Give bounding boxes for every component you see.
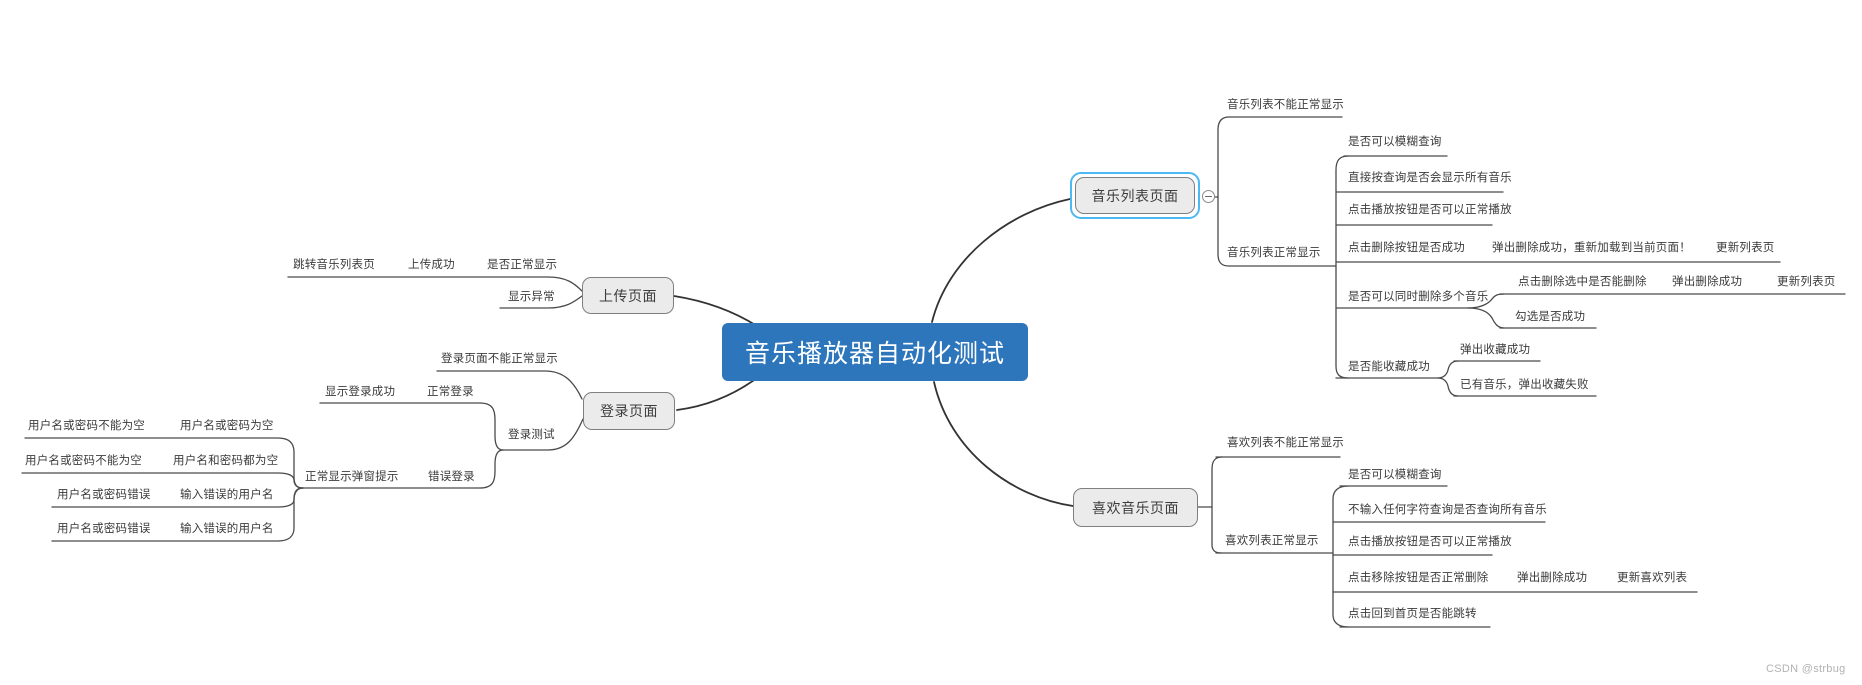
topic-musiclist-delete-selected[interactable]: 点击删除选中是否能删除 — [1518, 276, 1647, 288]
topic-upload-normal-display[interactable]: 是否正常显示 — [487, 259, 558, 271]
topic-musiclist-update-page-1[interactable]: 更新列表页 — [1716, 242, 1775, 254]
topic-popup-prompt[interactable]: 正常显示弹窗提示 — [305, 471, 399, 483]
topic-musiclist-fuzzy-query[interactable]: 是否可以模糊查询 — [1348, 136, 1442, 148]
topic-case-wrong-name-1[interactable]: 输入错误的用户名 — [180, 489, 274, 501]
topic-upload-page[interactable]: 上传页面 — [582, 277, 674, 314]
topic-musiclist-delete-popup[interactable]: 弹出删除成功，重新加载到当前页面！ — [1492, 242, 1691, 254]
topic-upload-success[interactable]: 上传成功 — [408, 259, 455, 271]
topic-likelist-back-home[interactable]: 点击回到首页是否能跳转 — [1348, 608, 1477, 620]
topic-likelist-query-all[interactable]: 不输入任何字符查询是否查询所有音乐 — [1348, 504, 1547, 516]
collapse-toggle-icon[interactable] — [1202, 190, 1215, 203]
topic-case-both-empty[interactable]: 用户名和密码都为空 — [173, 455, 279, 467]
topic-display-error[interactable]: 显示异常 — [508, 291, 555, 303]
topic-music-list-page[interactable]: 音乐列表页面 — [1075, 177, 1195, 214]
topic-likelist-fuzzy-query[interactable]: 是否可以模糊查询 — [1348, 469, 1442, 481]
topic-case-empty[interactable]: 用户名或密码为空 — [180, 420, 274, 432]
topic-musiclist-check-ok[interactable]: 勾选是否成功 — [1515, 311, 1586, 323]
selection-outline — [1070, 172, 1200, 219]
topic-login-test[interactable]: 登录测试 — [508, 429, 555, 441]
topic-likelist-remove-btn[interactable]: 点击移除按钮是否正常删除 — [1348, 572, 1489, 584]
topic-msg-empty[interactable]: 用户名或密码不能为空 — [28, 420, 145, 432]
topic-likelist-update-like[interactable]: 更新喜欢列表 — [1617, 572, 1688, 584]
topic-like-music-page[interactable]: 喜欢音乐页面 — [1073, 488, 1198, 527]
topic-jump-music-list[interactable]: 跳转音乐列表页 — [293, 259, 375, 271]
topic-musiclist-cannot-display[interactable]: 音乐列表不能正常显示 — [1227, 99, 1344, 111]
topic-musiclist-collect-fail[interactable]: 已有音乐，弹出收藏失败 — [1460, 379, 1589, 391]
central-topic[interactable]: 音乐播放器自动化测试 — [722, 323, 1028, 381]
topic-likelist-play-btn[interactable]: 点击播放按钮是否可以正常播放 — [1348, 536, 1512, 548]
topic-case-wrong-name-2[interactable]: 输入错误的用户名 — [180, 523, 274, 535]
topic-likelist-cannot-display[interactable]: 喜欢列表不能正常显示 — [1227, 437, 1344, 449]
topic-msg-both-empty[interactable]: 用户名或密码不能为空 — [25, 455, 142, 467]
csdn-watermark: CSDN @strbug — [1766, 663, 1846, 675]
topic-musiclist-delete-popup-2[interactable]: 弹出删除成功 — [1672, 276, 1743, 288]
topic-musiclist-update-page-2[interactable]: 更新列表页 — [1777, 276, 1836, 288]
topic-likelist-delete-popup[interactable]: 弹出删除成功 — [1517, 572, 1588, 584]
topic-msg-wrong-2[interactable]: 用户名或密码错误 — [57, 523, 151, 535]
topic-musiclist-play-btn[interactable]: 点击播放按钮是否可以正常播放 — [1348, 204, 1512, 216]
topic-musiclist-collect-popup[interactable]: 弹出收藏成功 — [1460, 344, 1531, 356]
topic-musiclist-delete-btn[interactable]: 点击删除按钮是否成功 — [1348, 242, 1465, 254]
topic-normal-login[interactable]: 正常登录 — [427, 386, 474, 398]
topic-musiclist-normal-display[interactable]: 音乐列表正常显示 — [1227, 247, 1321, 259]
topic-musiclist-collect-ok[interactable]: 是否能收藏成功 — [1348, 361, 1430, 373]
topic-show-login-success[interactable]: 显示登录成功 — [325, 386, 396, 398]
topic-login-page[interactable]: 登录页面 — [583, 392, 675, 430]
topic-likelist-normal-display[interactable]: 喜欢列表正常显示 — [1225, 535, 1319, 547]
topic-musiclist-query-all[interactable]: 直接按查询是否会显示所有音乐 — [1348, 172, 1512, 184]
topic-msg-wrong-1[interactable]: 用户名或密码错误 — [57, 489, 151, 501]
topic-error-login[interactable]: 错误登录 — [428, 471, 475, 483]
topic-login-cannot-display[interactable]: 登录页面不能正常显示 — [441, 353, 558, 365]
topic-musiclist-multi-delete[interactable]: 是否可以同时删除多个音乐 — [1348, 291, 1489, 303]
